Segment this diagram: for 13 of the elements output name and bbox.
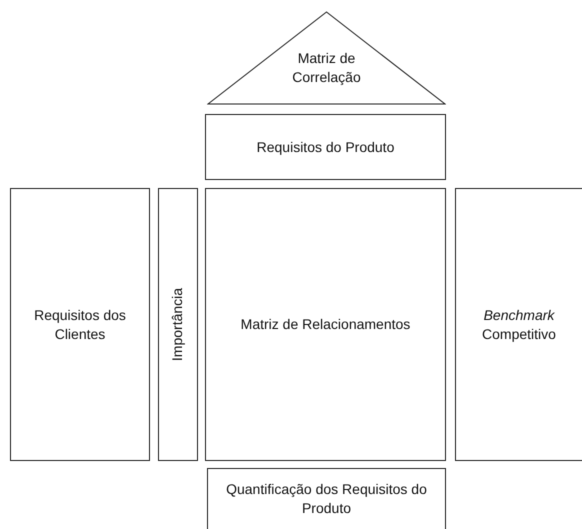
section-box (205, 188, 446, 461)
section-box (10, 188, 150, 461)
node-label: Matriz de Relacionamentos (240, 315, 412, 334)
section-box (207, 468, 446, 529)
section-box (205, 114, 446, 180)
vertical-box (158, 188, 198, 461)
node-label: Importância (168, 288, 186, 362)
node-label: Requisitos do Produto (256, 138, 396, 156)
section-box (455, 188, 582, 461)
node-label: Quantificação dos Requisitos do Produto (225, 480, 428, 518)
node-label: Requisitos dos Clientes (33, 306, 127, 344)
node-label: Matriz de Correlação (291, 49, 362, 87)
node-label: Benchmark Competitivo (481, 306, 557, 344)
